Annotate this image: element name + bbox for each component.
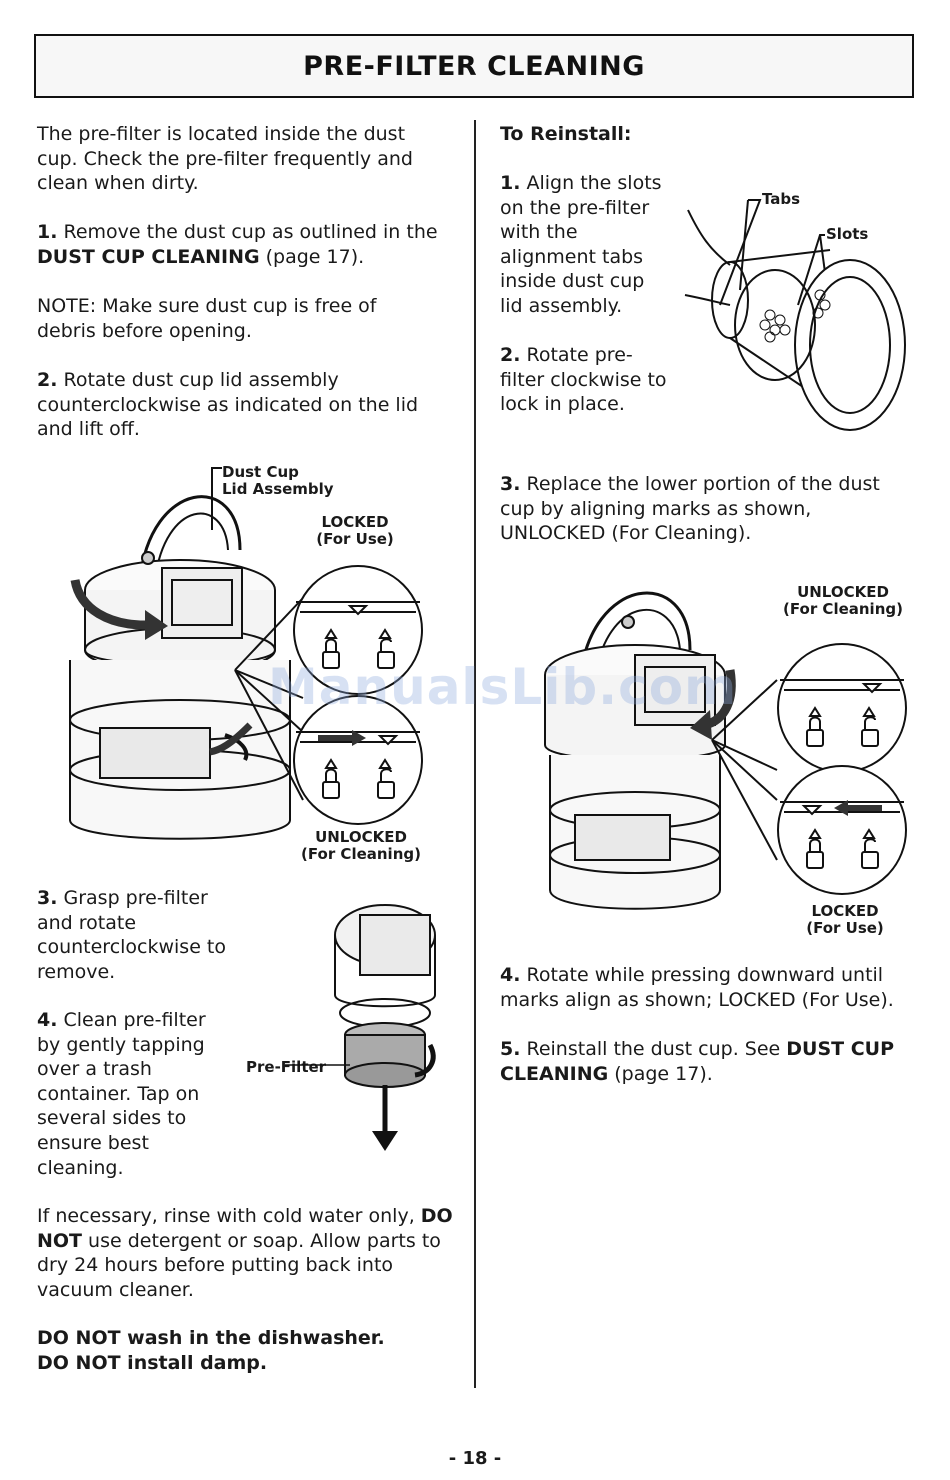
unlocked-label: UNLOCKED (For Cleaning) — [301, 828, 421, 863]
reinstall-step-3: 3. Replace the lower portion of the dust… — [500, 473, 880, 545]
prefilter-alignment-figure — [684, 199, 906, 431]
reinstall-step-4: 4. Rotate while pressing downward until … — [500, 964, 894, 1011]
tabs-label: Tabs — [762, 190, 801, 208]
step-1: 1. Remove the dust cup as outlined in th… — [37, 221, 438, 268]
reinstall-step-5: 5. Reinstall the dust cup. See DUST CUP … — [500, 1038, 895, 1085]
warning-damp: DO NOT install damp. — [37, 1352, 268, 1374]
step-2: 2. Rotate dust cup lid assembly counterc… — [37, 369, 419, 441]
prefilter-figure — [285, 904, 436, 1151]
prefilter-label: Pre-Filter — [246, 1058, 327, 1076]
reinstall-step-2: 2. Rotate pre-filter clockwise to lock i… — [500, 344, 667, 416]
dust-cup-figure-right — [544, 591, 907, 910]
unlocked-label-right: UNLOCKED (For Cleaning) — [783, 583, 903, 618]
warning-dishwasher: DO NOT wash in the dishwasher. — [37, 1327, 385, 1349]
lid-assembly-label: Dust Cup Lid Assembly — [222, 463, 334, 498]
locked-label-right: LOCKED (For Use) — [806, 902, 884, 937]
rinse-text: If necessary, rinse with cold water only… — [37, 1205, 453, 1301]
page-title: PRE-FILTER CLEANING — [303, 50, 645, 82]
intro-text: The pre-filter is located inside the dus… — [37, 123, 413, 195]
page-number: - 18 - — [448, 1448, 502, 1469]
step-3: 3. Grasp pre-filter and rotate countercl… — [37, 887, 227, 983]
reinstall-heading: To Reinstall: — [500, 123, 632, 145]
dust-cup-figure-left — [69, 467, 423, 840]
column-divider — [474, 120, 476, 1388]
title-box: PRE-FILTER CLEANING — [34, 34, 914, 98]
reinstall-step-1: 1. Align the slots on the pre-filter wit… — [500, 172, 662, 317]
slots-label: Slots — [826, 225, 869, 243]
step-4: 4. Clean pre-filter by gently tapping ov… — [37, 1009, 206, 1179]
locked-label: LOCKED (For Use) — [316, 513, 394, 548]
watermark: ManualsLib.com — [268, 658, 738, 716]
note-text: NOTE: Make sure dust cup is free of debr… — [37, 295, 377, 342]
